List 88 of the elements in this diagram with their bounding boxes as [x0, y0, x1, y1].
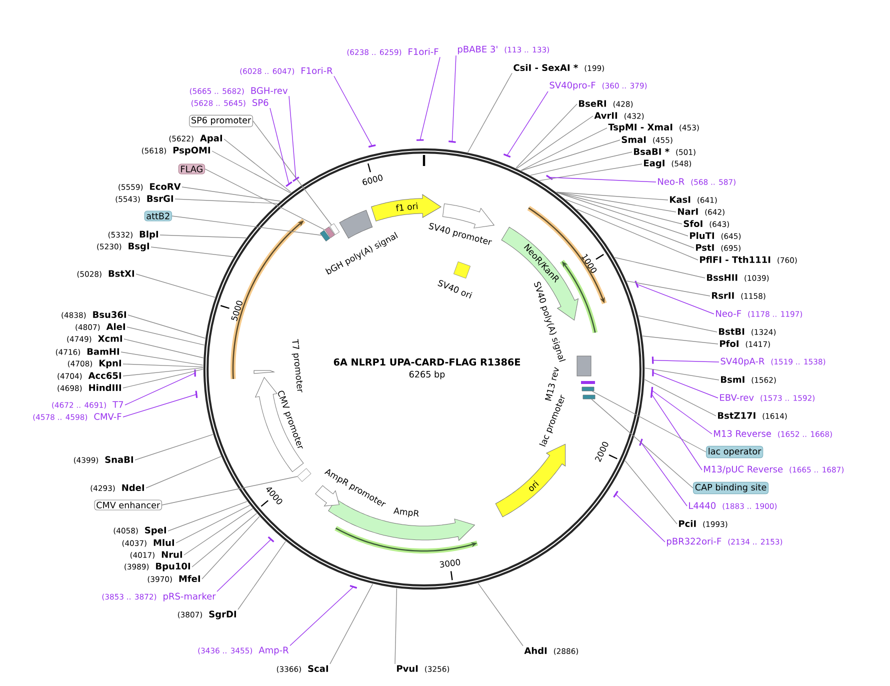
leader-line — [290, 586, 354, 646]
leader-line — [516, 104, 578, 168]
feature-label: FLAG — [178, 164, 205, 174]
feature-label: attB2 — [144, 210, 172, 222]
tick-label: 6000 — [362, 174, 383, 186]
tick-label: 5000 — [231, 300, 242, 322]
leader-line — [224, 138, 292, 193]
leader-line — [288, 96, 296, 180]
leader-line — [652, 372, 718, 398]
tick-label: 2000 — [595, 442, 608, 462]
leader-line — [334, 76, 372, 146]
leader-line — [506, 91, 548, 156]
feature-label: lac operator — [706, 446, 764, 458]
leader-line — [120, 352, 204, 366]
leader-line — [122, 394, 197, 418]
leader-line — [150, 246, 234, 258]
feature-marker — [297, 468, 312, 482]
leader-line — [478, 582, 524, 646]
feature-marker — [320, 230, 330, 242]
leader-line — [212, 150, 291, 194]
feature-label: CAP binding site — [693, 482, 769, 494]
size-label: 6265 bp — [409, 370, 445, 380]
leader-line — [394, 588, 398, 664]
leader-line — [566, 199, 694, 248]
leader-line — [124, 338, 204, 358]
leader-line — [162, 476, 298, 506]
leader-line — [124, 372, 196, 406]
leader-line — [420, 56, 440, 140]
leader-line — [330, 584, 374, 664]
leader-line — [652, 360, 720, 362]
leader-line — [174, 198, 278, 204]
leader-line — [122, 368, 204, 388]
leader-line — [640, 442, 688, 506]
leader-line — [591, 398, 694, 488]
leader-line — [556, 192, 668, 200]
leader-line — [521, 140, 620, 171]
leader-line — [556, 192, 682, 224]
leader-line — [520, 128, 608, 171]
leader-line — [651, 394, 702, 470]
leader-line — [176, 504, 250, 544]
leader-line — [216, 539, 272, 592]
feature-marker — [330, 223, 340, 235]
leader-line — [644, 379, 716, 416]
leader-line — [549, 177, 656, 182]
leader-line — [202, 516, 260, 580]
leader-line — [270, 108, 290, 184]
leader-line — [615, 494, 666, 542]
node-label: SV40 promoter — [428, 222, 492, 245]
feature-label: SP6 promoter — [189, 114, 253, 128]
leader-line — [576, 208, 698, 260]
leader-line — [184, 508, 254, 556]
leader-line — [556, 192, 688, 236]
leader-line — [626, 280, 710, 296]
leader-line — [204, 168, 326, 230]
leader-line — [122, 367, 204, 376]
leader-line — [592, 390, 706, 452]
leader-line — [556, 192, 676, 212]
leader-line — [192, 513, 258, 568]
feature-marker — [324, 226, 335, 238]
feature-marker — [582, 386, 594, 392]
leader-line — [134, 434, 214, 460]
leader-line — [168, 501, 248, 532]
leader-line — [467, 72, 512, 153]
leader-line — [172, 216, 322, 236]
map-title: 6A NLRP1 UPA-CARD-FLAG R1386E — [334, 358, 520, 366]
leader-line — [128, 314, 206, 339]
leader-line — [652, 390, 712, 434]
leader-line — [238, 540, 286, 610]
leader-line — [516, 116, 594, 169]
leader-line — [160, 234, 246, 238]
leader-line — [644, 368, 720, 380]
leader-line — [126, 326, 205, 346]
leader-line — [252, 120, 332, 226]
leader-line — [136, 274, 216, 298]
feature-label: CMV enhancer — [94, 500, 162, 510]
leader-line — [146, 456, 222, 488]
leader-line — [624, 460, 678, 524]
leader-line — [122, 364, 204, 368]
leader-line — [182, 186, 281, 202]
leader-line — [642, 336, 718, 344]
feature-marker — [582, 394, 596, 400]
leader-line — [614, 257, 706, 278]
leader-line — [636, 284, 714, 314]
tick-label: 3000 — [440, 559, 460, 568]
leader-line — [638, 315, 718, 332]
leader-line — [452, 55, 456, 142]
leader-line — [530, 152, 632, 176]
leader-line — [539, 164, 642, 181]
